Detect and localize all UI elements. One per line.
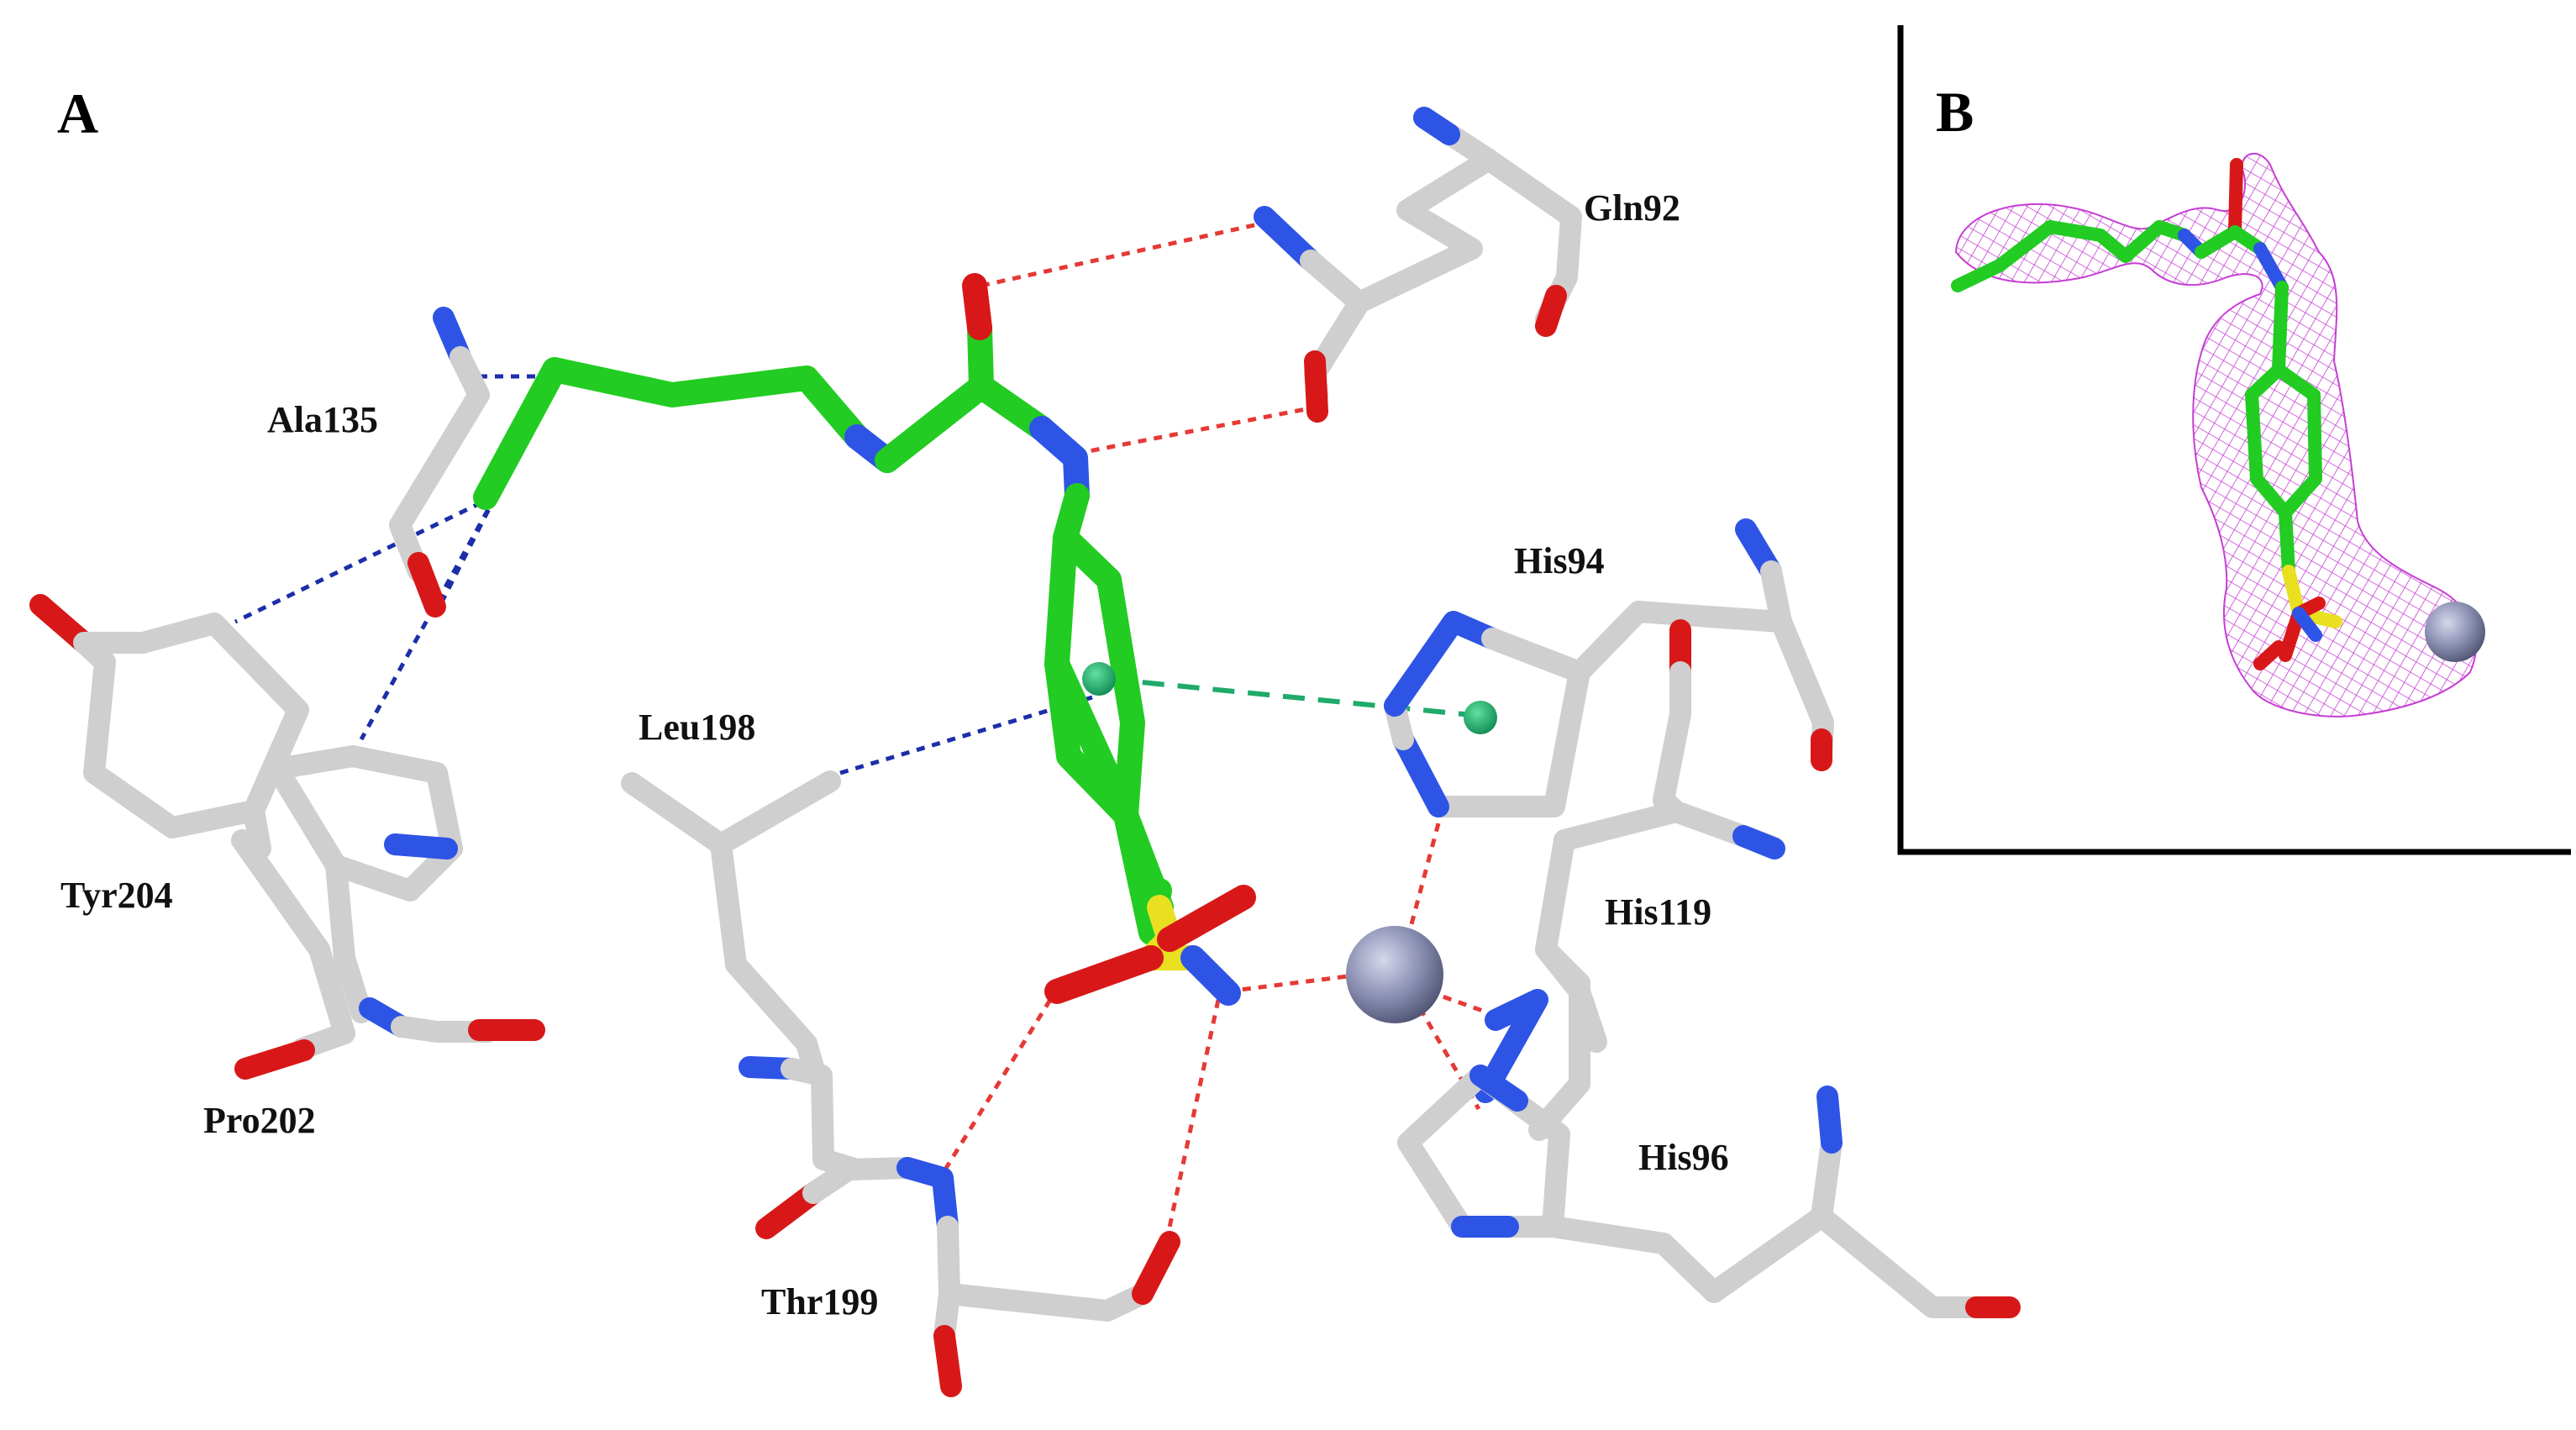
- panel-b-frame: [1897, 25, 2571, 855]
- hbond-gln92-ligand-n: [1075, 402, 1328, 456]
- hydrophobic-tyr204: [234, 493, 497, 624]
- label-leu198: Leu198: [639, 707, 755, 748]
- residue-leu198: [621, 770, 868, 1239]
- panel-b: B: [1897, 25, 2571, 855]
- ligand: [473, 273, 1256, 1006]
- hbond-sulfonamide-zn: [1226, 972, 1362, 994]
- residue-ala135: [389, 307, 490, 618]
- pi-centroid-his94: [1464, 701, 1497, 734]
- residue-tyr204: [29, 594, 309, 860]
- pi-stacking-line: [1107, 676, 1481, 718]
- pi-centroid-ligand: [1082, 662, 1116, 696]
- label-thr199: Thr199: [761, 1281, 878, 1322]
- interaction-lines: [234, 218, 1505, 1236]
- hbond-thr199-n: [938, 998, 1053, 1178]
- panel-a: A: [29, 81, 2021, 1397]
- hydrophobic-pro202: [359, 494, 498, 741]
- zinc-ion-panel-b: [2425, 602, 2485, 662]
- residue-his119: [1475, 789, 1785, 1141]
- label-tyr204: Tyr204: [60, 875, 173, 916]
- label-pro202: Pro202: [203, 1100, 316, 1141]
- hbond-his94-zn: [1402, 823, 1441, 950]
- hbond-gln92-ligand-o: [980, 218, 1278, 288]
- hbond-thr199-og: [1165, 999, 1221, 1236]
- label-his94: His94: [1514, 540, 1605, 581]
- label-gln92: Gln92: [1584, 187, 1680, 229]
- ligand-density-view: [1951, 158, 2342, 670]
- residue-pro202: [231, 745, 545, 1080]
- residue-his96: [1397, 1065, 2021, 1318]
- panel-a-label: A: [57, 81, 98, 145]
- panel-b-label: B: [1936, 80, 1974, 144]
- zinc-ion: [1346, 926, 1443, 1023]
- residue-his94: [1384, 518, 1834, 818]
- label-ala135: Ala135: [267, 399, 378, 440]
- label-his96: His96: [1638, 1137, 1729, 1178]
- residue-thr199: [838, 1157, 1180, 1397]
- hydrophobic-leu198: [839, 695, 1093, 775]
- residue-gln92: [1254, 107, 1582, 423]
- label-his119: His119: [1605, 891, 1711, 933]
